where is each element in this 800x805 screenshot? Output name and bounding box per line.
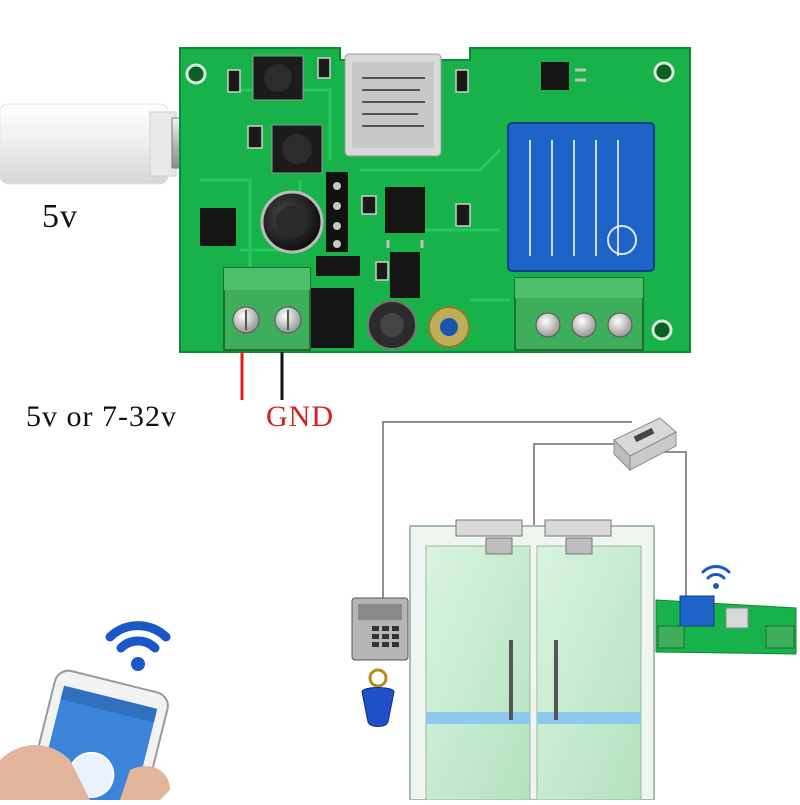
smartphone <box>0 669 170 805</box>
electrolytic-capacitor <box>260 190 324 254</box>
rfid-key-fob <box>361 668 395 727</box>
small-capacitor <box>428 306 470 348</box>
wifi-signal-icon <box>105 621 171 671</box>
power-terminal-block <box>223 267 311 351</box>
tactile-button-bottom <box>271 124 323 174</box>
usb-voltage-label: 5v <box>42 198 78 235</box>
glass-double-door <box>409 519 655 801</box>
header-pins <box>326 172 348 252</box>
tactile-button-top <box>252 55 304 101</box>
mini-relay-board <box>655 595 797 655</box>
keypad-reader <box>351 597 409 661</box>
wifi-signal-icon <box>701 565 731 589</box>
relay-module-pcb <box>179 47 691 353</box>
relay <box>507 122 655 272</box>
door-controller-box <box>613 417 677 472</box>
wifi-module <box>344 53 442 157</box>
supply-wires <box>240 352 284 400</box>
inductor <box>367 300 417 350</box>
relay-terminal-block <box>514 277 644 351</box>
supply-voltage-label: 5v or 7-32v <box>26 400 177 433</box>
access-wiring <box>382 421 687 600</box>
ground-label: GND <box>266 400 334 433</box>
